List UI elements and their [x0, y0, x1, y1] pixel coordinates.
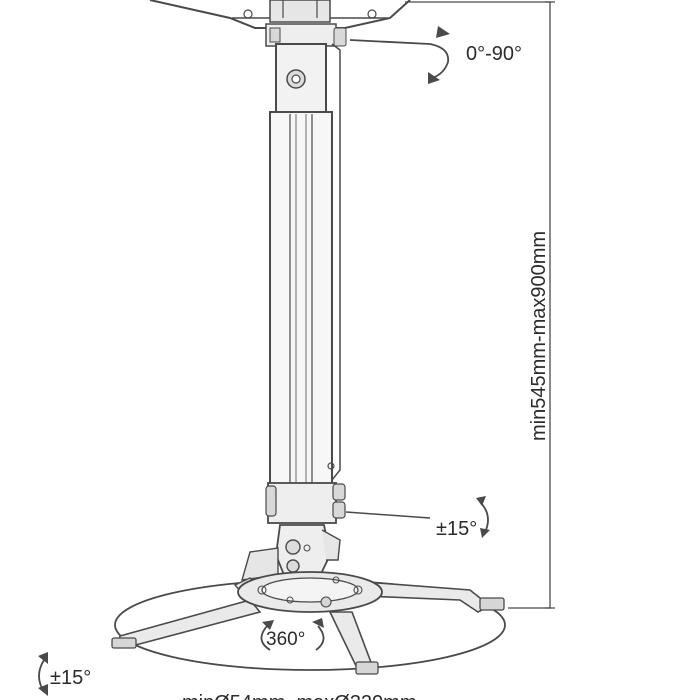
- height-dimension: [405, 1, 555, 609]
- tilt-angle-label: 0°-90°: [466, 43, 522, 65]
- height-range-label: min545mm-max900mm: [528, 231, 550, 441]
- top-clamp: [265, 23, 347, 47]
- side-tilt-arrow: [345, 496, 490, 538]
- base-tilt-arrow: [38, 652, 48, 696]
- outer-pole: [275, 43, 327, 115]
- rotation-arrow: [260, 618, 325, 651]
- tilt-arrow: [349, 26, 450, 84]
- bracket-arms: [111, 577, 505, 675]
- side-tilt-label: ±15°: [436, 518, 477, 540]
- base-tilt-label: ±15°: [50, 667, 91, 689]
- inner-pole: [269, 43, 341, 488]
- bracket-range-label: minØ54mm–maxØ320mm: [182, 692, 417, 700]
- center-hub: [237, 571, 383, 613]
- lower-collar: [265, 482, 346, 524]
- rotation-label: 360°: [266, 629, 305, 650]
